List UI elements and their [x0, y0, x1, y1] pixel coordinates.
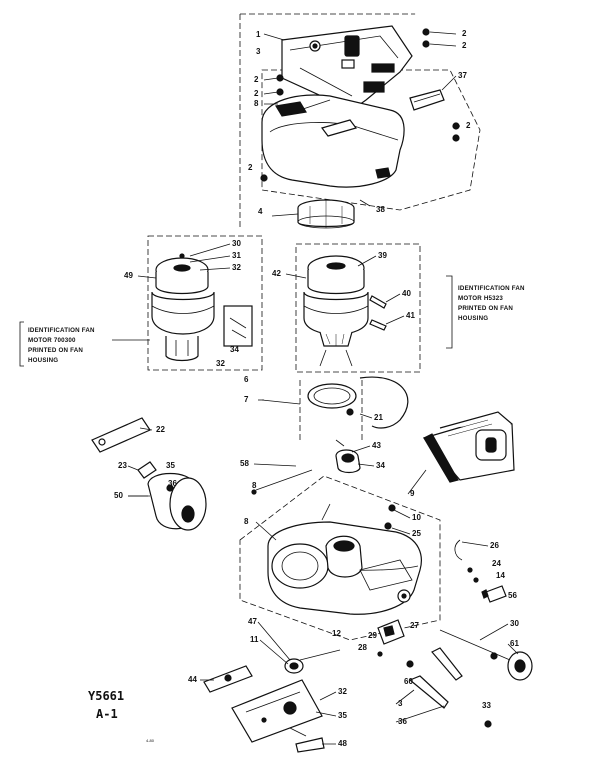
callout-label: 4	[258, 207, 263, 216]
callout-label: 23	[118, 461, 127, 470]
model-suffix: A-1	[96, 707, 118, 721]
callout-label: 6	[244, 375, 249, 384]
callout-label: 41	[406, 311, 415, 320]
callout-label: 11	[250, 635, 259, 644]
right-note-line-3: PRINTED ON FAN	[458, 305, 513, 312]
callout-labels: 1 2 2 3 2 2 8 37 2 2 38 4 49 30 31 32 39…	[114, 29, 519, 748]
callout-label: 60	[404, 677, 413, 686]
callout-label: 24	[492, 559, 501, 568]
callout-label: 2	[466, 121, 471, 130]
callout-label: 26	[490, 541, 499, 550]
callout-label: 8	[254, 99, 259, 108]
footer-code: 4-80	[146, 738, 155, 743]
callout-label: 30	[510, 619, 519, 628]
callout-label: 32	[216, 359, 225, 368]
callout-label: 33	[482, 701, 491, 710]
callout-label: 34	[376, 461, 385, 470]
callout-label: 2	[248, 163, 253, 172]
callout-label: 35	[338, 711, 347, 720]
handle-tube	[406, 647, 463, 709]
callout-label: 8	[252, 481, 257, 490]
right-identification-note: IDENTIFICATION FAN MOTOR H5323 PRINTED O…	[446, 275, 525, 349]
right-motor-assembly	[295, 243, 421, 373]
callout-label: 2	[462, 41, 467, 50]
callout-label: 21	[374, 413, 383, 422]
callout-label: 43	[372, 441, 381, 450]
callout-label: 3	[398, 699, 403, 708]
right-note-line-4: HOUSING	[458, 315, 488, 322]
callout-label: 2	[254, 75, 259, 84]
callout-label: 14	[496, 571, 505, 580]
base-canister	[239, 475, 441, 641]
callout-label: 32	[338, 687, 347, 696]
model-block: Y5661 A-1 4-80	[88, 689, 155, 743]
callout-label: 56	[508, 591, 517, 600]
axle-rod	[255, 469, 313, 491]
callout-label: 38	[376, 205, 385, 214]
callout-label: 42	[272, 269, 281, 278]
callout-label: 8	[244, 517, 249, 526]
callout-label: 12	[332, 629, 341, 638]
left-motor-assembly	[147, 235, 263, 371]
callout-label: 27	[410, 621, 419, 630]
callout-label: 34	[230, 345, 239, 354]
callout-label: 32	[232, 263, 241, 272]
left-note-line-3: PRINTED ON FAN	[28, 347, 83, 354]
latch-parts-right	[454, 539, 507, 603]
exhaust-housing	[422, 411, 515, 483]
front-wheel	[284, 649, 341, 674]
top-cover-assembly	[239, 13, 481, 230]
left-identification-note: IDENTIFICATION FAN MOTOR 700300 PRINTED …	[19, 321, 150, 367]
callout-label: 28	[358, 643, 367, 652]
callout-label: 9	[410, 489, 415, 498]
right-note-line-2: MOTOR H5323	[458, 295, 503, 302]
callout-label: 31	[232, 251, 241, 260]
callout-label: 47	[248, 617, 257, 626]
callout-label: 2	[462, 29, 467, 38]
rod-end	[251, 489, 257, 495]
callout-label: 3	[256, 47, 261, 56]
callout-label: 36	[168, 479, 177, 488]
center-latch	[377, 619, 405, 657]
callout-label: 39	[378, 251, 387, 260]
leader-lines	[127, 31, 519, 745]
rear-wheel-assembly	[439, 629, 533, 681]
right-note-line-1: IDENTIFICATION FAN	[458, 285, 525, 292]
callout-label: 29	[368, 631, 377, 640]
left-note-line-2: MOTOR 700300	[28, 337, 76, 344]
callout-label: 61	[510, 639, 519, 648]
callout-label: 7	[244, 395, 249, 404]
left-note-line-4: HOUSING	[28, 357, 58, 364]
callout-label: 1	[256, 30, 261, 39]
wheel-assembly-left	[128, 461, 207, 531]
callout-label: 2	[254, 89, 259, 98]
callout-label: 40	[402, 289, 411, 298]
plate-part	[91, 417, 151, 453]
callout-label: 10	[412, 513, 421, 522]
bottom-plate-parts	[203, 665, 492, 753]
callout-label: 44	[188, 675, 197, 684]
gasket-assembly	[261, 376, 409, 474]
left-note-line-1: IDENTIFICATION FAN	[28, 327, 95, 334]
callout-label: 35	[166, 461, 175, 470]
callout-label: 50	[114, 491, 123, 500]
callout-label: 25	[412, 529, 421, 538]
callout-label: 48	[338, 739, 347, 748]
callout-label: 49	[124, 271, 133, 280]
model-number: Y5661	[88, 689, 124, 703]
callout-label: 58	[240, 459, 249, 468]
callout-label: 30	[232, 239, 241, 248]
callout-label: 36	[398, 717, 407, 726]
callout-label: 37	[458, 71, 467, 80]
callout-label: 22	[156, 425, 165, 434]
